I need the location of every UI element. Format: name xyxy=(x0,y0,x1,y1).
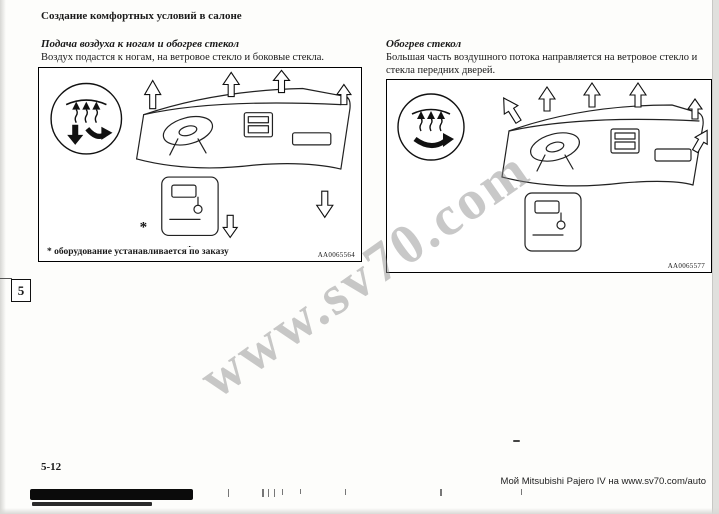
page-header: Создание комфортных условий в салоне xyxy=(41,10,242,22)
dashboard-defrost-illustration xyxy=(397,82,708,252)
footer-note: Мой Mitsubishi Pajero IV на www.sv70.com… xyxy=(500,476,707,487)
dashboard-drawing xyxy=(501,104,704,252)
section-body-defrost: Большая часть воздушного потока направля… xyxy=(386,52,698,76)
scan-speck xyxy=(513,440,520,442)
scan-mark xyxy=(268,489,269,497)
scan-mark xyxy=(282,489,283,495)
scan-mark xyxy=(521,489,522,495)
windshield-defrost-icon xyxy=(397,93,465,161)
air-to-feet-and-windshield-icon xyxy=(50,82,123,155)
scan-mark xyxy=(300,489,301,494)
airflow-arrows xyxy=(143,69,353,239)
scan-mark xyxy=(262,489,264,497)
dashboard-drawing xyxy=(136,87,351,237)
airflow-arrows xyxy=(503,82,708,154)
figure-code: AA0065564 xyxy=(317,251,355,259)
scan-edge-right xyxy=(712,0,719,514)
chapter-tab: 5 xyxy=(11,279,31,302)
scan-edge-bottom xyxy=(0,508,719,514)
scan-mark xyxy=(274,489,275,497)
scan-mark xyxy=(440,489,442,496)
scan-mark xyxy=(228,489,229,497)
tab-line xyxy=(0,278,12,279)
figure-note: * оборудование устанавливается по заказу xyxy=(47,247,233,257)
scan-mark xyxy=(345,489,346,495)
asterisk-mark: * xyxy=(140,219,148,235)
scan-smear xyxy=(30,489,193,500)
figure-defrost: AA0065577 xyxy=(386,79,712,273)
dashboard-airflow-illustration: * * xyxy=(50,69,353,260)
figure-code: AA0065577 xyxy=(667,262,705,270)
page-number: 5-12 xyxy=(41,461,62,473)
scan-edge-left xyxy=(0,0,6,514)
section-body-air-to-feet: Воздух подастся к ногам, на ветровое сте… xyxy=(41,52,325,63)
section-title-air-to-feet: Подача воздуха к ногам и обогрев стекол xyxy=(41,38,239,50)
figure-air-to-feet: * * * оборудование устанавливается по за… xyxy=(38,67,362,262)
scan-smear xyxy=(32,502,152,506)
section-title-defrost: Обогрев стекол xyxy=(386,38,462,50)
